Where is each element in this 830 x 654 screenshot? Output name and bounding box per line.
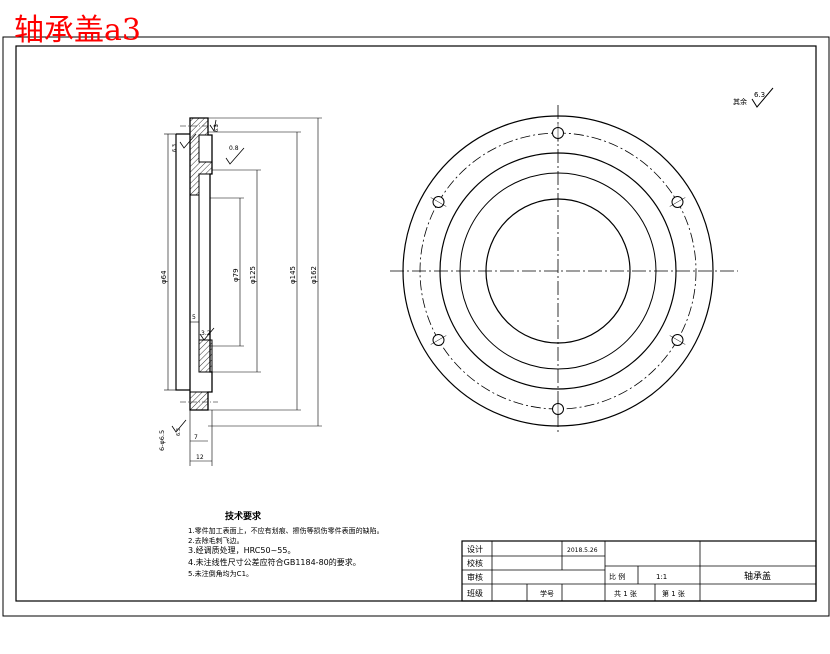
dim-step-width: 5 bbox=[192, 314, 196, 321]
requirement-item: 3.经调质处理，HRC50~55。 bbox=[188, 545, 295, 555]
title-block: 设计 2018.5.26 校核 审核 班级 学号 比 例 1:1 轴承盖 共 1… bbox=[461, 540, 817, 602]
dim-recess-diameter: φ64 bbox=[160, 270, 168, 284]
requirement-item: 2.去除毛刺飞边。 bbox=[188, 536, 244, 545]
requirement-item: 4.未注线性尺寸公差应符合GB1184-80的要求。 bbox=[188, 557, 361, 567]
total-sheets: 共 1 张 bbox=[614, 589, 637, 598]
roughness-value: 6.3 bbox=[214, 124, 220, 132]
bolt-hole-axis bbox=[430, 197, 447, 207]
dim-flange-width: 7 bbox=[194, 434, 198, 441]
dim-total-width: 12 bbox=[196, 454, 204, 461]
roughness-symbol-icon bbox=[199, 327, 215, 341]
roughness-value: 6.3 bbox=[176, 428, 182, 436]
scale-label: 比 例 bbox=[609, 572, 625, 581]
roughness-value: 6.3 bbox=[172, 144, 178, 152]
front-view bbox=[390, 105, 738, 432]
dim-bolt-holes: 6-φ6.5 bbox=[158, 430, 166, 451]
bolt-hole-axis bbox=[669, 197, 686, 207]
requirement-item: 5.未注倒角均为C1。 bbox=[188, 569, 253, 578]
width-dimension-lines bbox=[189, 312, 213, 466]
roughness-value: 0.8 bbox=[229, 145, 239, 152]
section-view: φ162 φ145 φ125 φ79 φ64 12 7 5 6-φ6.5 0.8… bbox=[158, 117, 322, 466]
roughness-symbol-icon bbox=[209, 119, 217, 133]
bolt-holes bbox=[430, 124, 686, 418]
drawing-heading: 轴承盖a3 bbox=[14, 13, 141, 48]
requirements-title: 技术要求 bbox=[225, 510, 262, 522]
requirement-item: 1.零件加工表面上，不应有划痕、擦伤等损伤零件表面的缺陷。 bbox=[188, 526, 384, 535]
part-recess-outline bbox=[175, 133, 190, 391]
section-hatch-bottom bbox=[189, 391, 209, 411]
bolt-hole-axis bbox=[430, 335, 447, 345]
scale-value: 1:1 bbox=[656, 573, 667, 581]
student-no-label: 学号 bbox=[540, 589, 554, 598]
part-name: 轴承盖 bbox=[744, 570, 771, 582]
technical-requirements: 技术要求 1.零件加工表面上，不应有划痕、擦伤等损伤零件表面的缺陷。 2.去除毛… bbox=[188, 510, 384, 578]
outer-sheet-border bbox=[2, 36, 830, 617]
class-label: 班级 bbox=[467, 588, 483, 598]
inner-flange-circle bbox=[459, 172, 657, 370]
check-label: 校核 bbox=[467, 558, 483, 568]
diameter-dimension-lines bbox=[164, 117, 322, 427]
dim-bolt-circle-diameter: φ145 bbox=[289, 266, 297, 284]
inner-bore-circle bbox=[485, 198, 631, 344]
dim-inner-diameter: φ79 bbox=[232, 268, 240, 282]
roughness-symbol-icon bbox=[751, 87, 774, 108]
outer-circle bbox=[402, 115, 714, 427]
design-label: 设计 bbox=[467, 544, 483, 554]
roughness-other-label: 其余 bbox=[733, 97, 747, 106]
roughness-other-note: 其余 6.3 bbox=[733, 87, 774, 108]
bolt-hole-axis bbox=[669, 335, 686, 345]
roughness-symbol-icon bbox=[171, 419, 187, 433]
roughness-symbol-icon bbox=[179, 133, 197, 149]
section-hatch-top bbox=[189, 117, 213, 196]
bore-circle bbox=[439, 152, 677, 390]
roughness-other-value: 6.3 bbox=[754, 91, 765, 99]
sheet-number: 第 1 张 bbox=[662, 589, 685, 598]
section-roughness-symbols: 0.8 6.3 6.3 3.2 6.3 bbox=[171, 119, 245, 436]
roughness-symbol-icon bbox=[225, 147, 245, 165]
inner-frame-border bbox=[15, 45, 817, 602]
design-date: 2018.5.26 bbox=[567, 547, 598, 554]
review-label: 审核 bbox=[467, 572, 483, 582]
roughness-value: 3.2 bbox=[201, 330, 211, 337]
dim-bore-diameter: φ125 bbox=[249, 266, 257, 284]
dim-outer-diameter: φ162 bbox=[310, 266, 318, 284]
